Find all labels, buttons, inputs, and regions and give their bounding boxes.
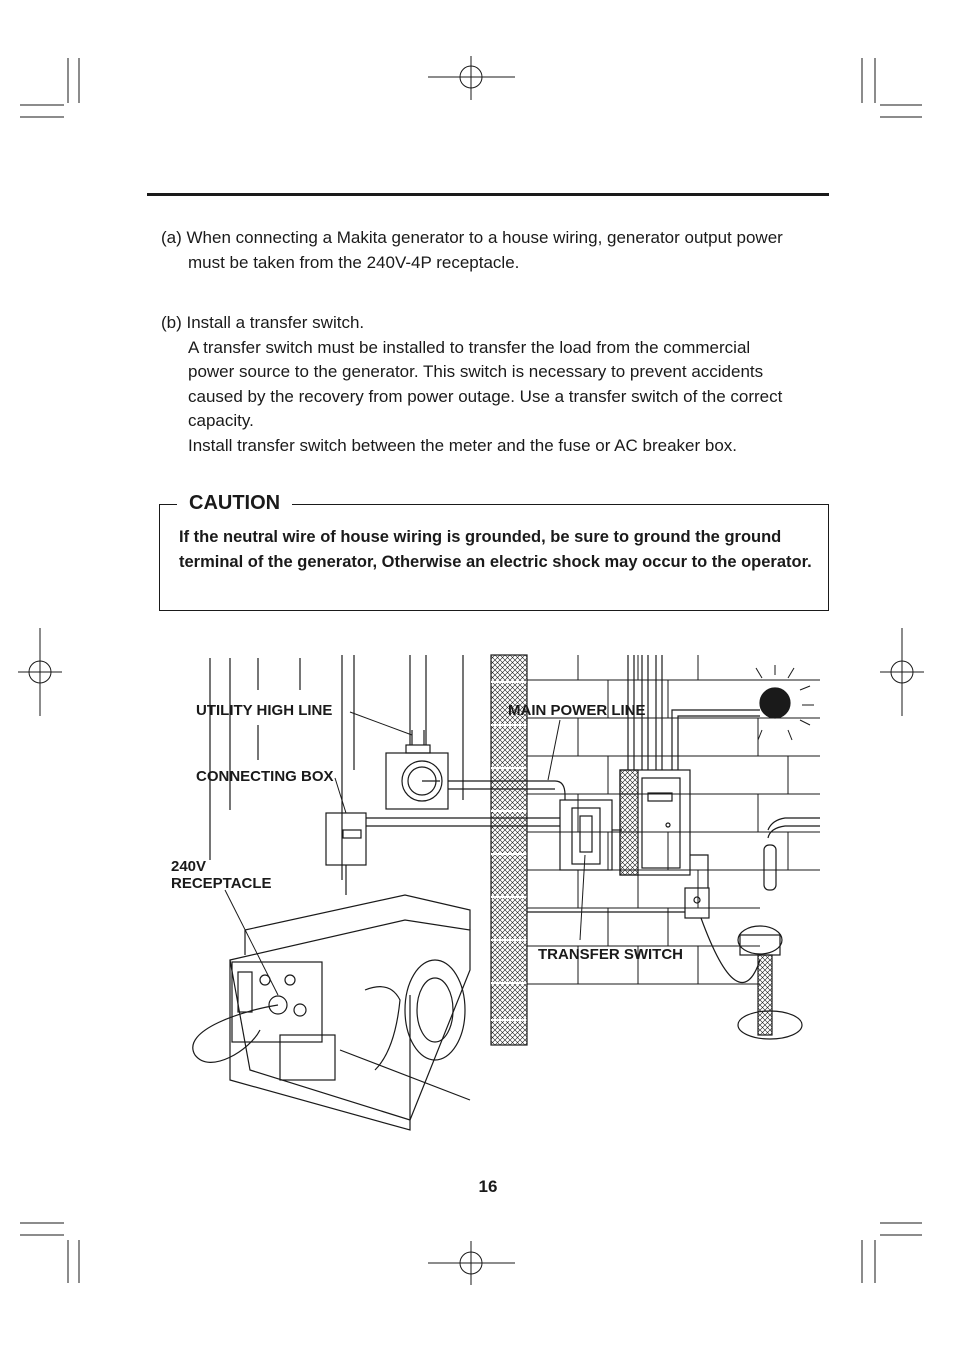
generator-engine [404,959,466,1061]
pump-motor [737,925,783,955]
label-240v-receptacle-line1: 240V [171,858,207,875]
paragraph-b-line: A transfer switch must be installed to t… [188,337,751,357]
header-rule [147,193,829,196]
caution-box [159,504,829,611]
paragraph-b-heading: (b) Install a transfer switch. [161,313,365,332]
registration-target-right [880,628,924,716]
leader-connecting-box [334,777,347,814]
page-number: 16 [478,1177,498,1196]
paragraph-a: (a) When connecting a Makita generator t… [161,226,841,275]
generator-battery [279,1034,336,1081]
paragraph-b-line: capacity. [188,411,254,430]
paragraph-b-line: Install transfer switch between the mete… [188,435,738,455]
transfer-switch [559,799,613,871]
label-transfer-switch: TRANSFER SWITCH [538,946,683,963]
label-connecting-box: CONNECTING BOX [196,768,334,785]
connecting-box [325,812,367,866]
paragraph-b: (b) Install a transfer switch. A transfe… [161,311,841,458]
power-cord [192,1004,279,1063]
leader-transfer-switch [579,854,586,941]
wiring-illustration [192,654,820,1131]
paragraph-b-line: caused by the recovery from power outage… [188,386,783,406]
label-240v-receptacle-line2: RECEPTACLE [171,875,272,892]
paragraph-a-line2: must be taken from the 240V-4P receptacl… [188,252,520,272]
wall-outlet [684,887,710,919]
pump-pipe [763,844,777,891]
label-main-power-line: MAIN POWER LINE [508,702,646,719]
caution-text: If the neutral wire of house wiring is g… [179,528,812,571]
leader-240v-receptacle [224,889,279,996]
generator-frame [229,919,471,1121]
registration-target-left [18,628,62,716]
receptacle-240v [268,995,288,1015]
generator-control-panel [231,961,323,1043]
lamp [759,687,791,719]
registration-target-top [428,56,515,100]
paragraph-b-line: power source to the generator. This swit… [188,362,764,381]
leader-utility-high-line [349,711,413,736]
label-utility-high-line: UTILITY HIGH LINE [196,702,333,719]
leader-main-power-line [547,719,561,781]
label-240v-receptacle: 240V RECEPTACLE [171,858,272,892]
paragraph-a-line1: (a) When connecting a Makita generator t… [161,228,783,247]
registration-target-bottom [428,1241,515,1285]
caution-title: CAUTION [177,490,293,516]
